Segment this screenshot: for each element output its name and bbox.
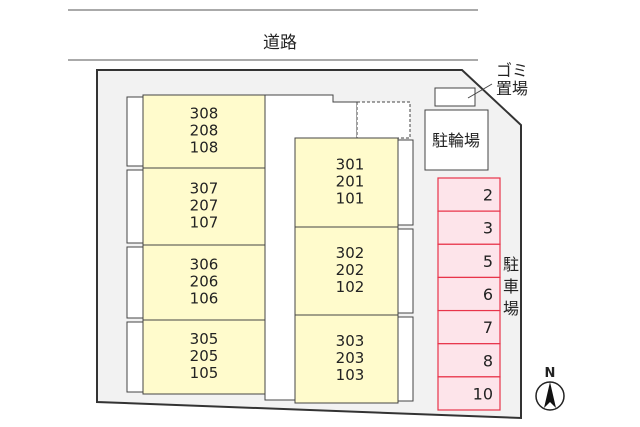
bicycle-parking-label: 駐輪場: [432, 131, 480, 150]
north-label: N: [545, 366, 556, 381]
unit-number: 307: [190, 180, 219, 198]
parking-space-number: 2: [483, 186, 493, 205]
north-compass: N: [535, 366, 565, 411]
balcony: [397, 228, 414, 314]
garbage-area: [434, 87, 476, 107]
unit-number: 303: [336, 332, 365, 350]
parking-space: [437, 177, 501, 212]
parking-space: [437, 309, 501, 345]
parking-space-number: 5: [483, 252, 493, 271]
unit: [142, 167, 266, 246]
parking-space: [437, 376, 501, 411]
unit-number: 206: [190, 273, 219, 291]
unit-number: 202: [336, 261, 365, 279]
parking-space-number: 10: [473, 384, 493, 403]
unit: [142, 94, 266, 169]
unit-number: 201: [336, 173, 365, 191]
unit-number: 208: [190, 122, 219, 140]
parking-space: [437, 276, 501, 312]
parking-label-3: 場: [503, 299, 519, 318]
unit: [294, 137, 399, 228]
balcony: [397, 139, 414, 226]
balcony: [126, 246, 144, 319]
dashed-area: [356, 101, 411, 139]
parking-space: [437, 343, 501, 378]
unit: [142, 319, 266, 395]
unit-number: 306: [190, 256, 219, 274]
garbage-leader-line: [467, 83, 493, 99]
road-label: 道路: [263, 33, 297, 53]
balcony: [126, 321, 144, 393]
unit-number: 102: [336, 278, 365, 296]
unit: [294, 314, 399, 404]
north-arrow-icon: [544, 382, 556, 408]
unit-number: 302: [336, 244, 365, 262]
garbage-label-1: ゴミ: [496, 61, 528, 80]
parking-space-number: 7: [483, 318, 493, 337]
parking-space: [437, 243, 501, 279]
parking-space-number: 3: [483, 219, 493, 238]
balcony: [126, 96, 144, 167]
unit-number: 107: [190, 214, 219, 232]
parking-label-1: 駐: [503, 255, 519, 274]
parking-space-number: 8: [483, 351, 493, 370]
unit-number: 106: [190, 290, 219, 308]
parking-label-2: 車: [503, 277, 519, 296]
unit-number: 105: [190, 364, 219, 382]
unit-number: 108: [190, 139, 219, 157]
unit-number: 207: [190, 197, 219, 215]
balcony: [126, 169, 144, 244]
unit-number: 305: [190, 330, 219, 348]
bicycle-parking: [424, 109, 489, 171]
unit-number: 205: [190, 347, 219, 365]
unit-number: 301: [336, 156, 365, 174]
unit-number: 308: [190, 105, 219, 123]
unit: [142, 244, 266, 321]
unit-number: 103: [336, 366, 365, 384]
balcony: [397, 316, 414, 402]
unit-number: 101: [336, 190, 365, 208]
garbage-label-2: 置場: [496, 79, 528, 98]
unit: [294, 226, 399, 316]
parking-space-number: 6: [483, 285, 493, 304]
unit-number: 203: [336, 349, 365, 367]
